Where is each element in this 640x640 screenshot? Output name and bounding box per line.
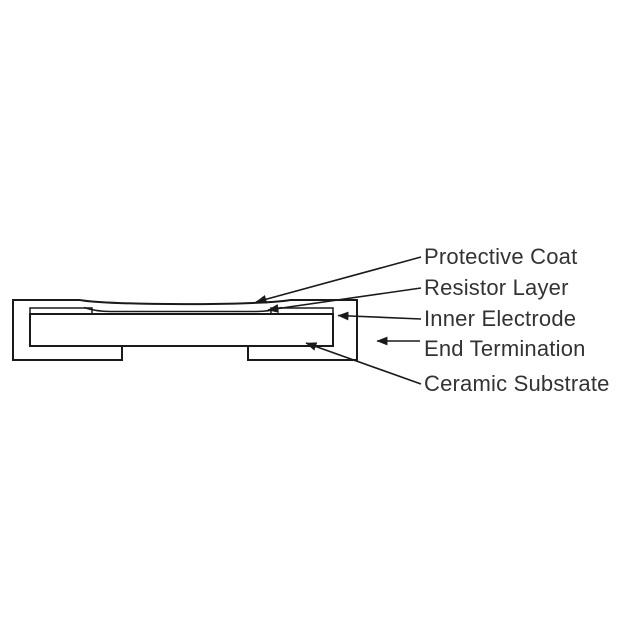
inner-electrode-left-shape xyxy=(29,307,93,314)
label-resistor-layer: Resistor Layer xyxy=(424,275,569,300)
leader-inner-electrode xyxy=(337,311,422,321)
label-ceramic-substrate: Ceramic Substrate xyxy=(424,371,610,396)
label-end-termination: End Termination xyxy=(424,336,586,361)
leader-protective-coat xyxy=(255,256,422,304)
label-protective-coat: Protective Coat xyxy=(424,244,578,269)
end-termination-left-shape xyxy=(12,299,123,361)
leader-resistor-layer xyxy=(267,287,422,313)
protective-coat-shape xyxy=(79,299,291,306)
ceramic-substrate-shape xyxy=(29,313,334,347)
label-inner-electrode: Inner Electrode xyxy=(424,306,577,331)
resistor-layer-shape xyxy=(83,306,283,313)
leader-ceramic-substrate xyxy=(305,342,422,385)
